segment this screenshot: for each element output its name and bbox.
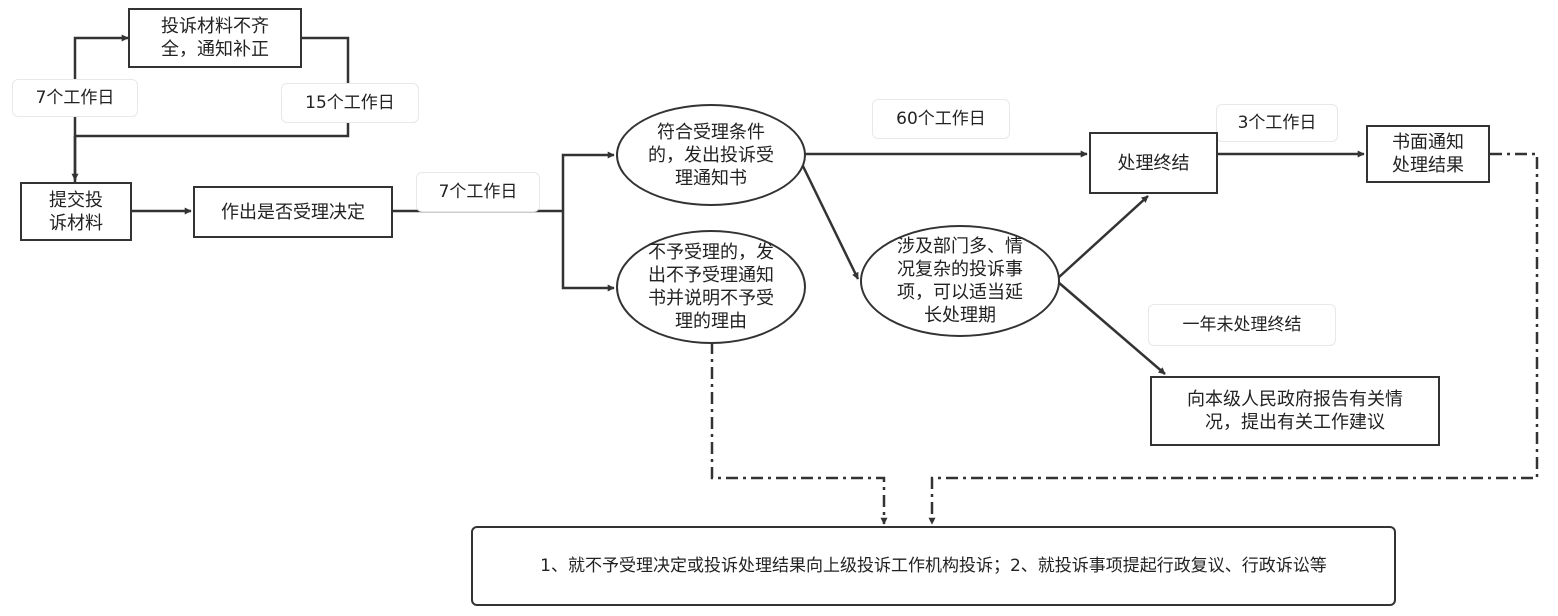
arrow-complex-to-report (1057, 281, 1166, 375)
label-60-workdays: 60个工作日 (872, 99, 1010, 139)
dashdot-notify-to-remedy (928, 152, 1539, 525)
node-incomplete-notice: 投诉材料不齐 全，通知补正 (128, 8, 302, 68)
dashdot-reject-to-remedy (710, 342, 888, 525)
arrow-to-accept (561, 151, 615, 211)
arrow-complex-to-conclude (1057, 195, 1149, 279)
label-3-workdays: 3个工作日 (1216, 104, 1338, 142)
label-7-workdays-mid: 7个工作日 (416, 172, 540, 212)
node-written-notice: 书面通知 处理结果 (1366, 125, 1490, 183)
node-remedy: 1、就不予受理决定或投诉处理结果向上级投诉工作机构投诉；2、就投诉事项提起行政复… (471, 526, 1396, 606)
arrow-to-reject (561, 211, 615, 292)
node-report-government: 向本级人民政府报告有关情 况，提出有关工作建议 (1150, 376, 1440, 446)
node-reject-notice: 不予受理的，发 出不予受理通知 书并说明不予受 理的理由 (616, 230, 806, 344)
label-one-year: 一年未处理终结 (1148, 304, 1336, 346)
label-15-workdays: 15个工作日 (281, 83, 419, 123)
node-conclude: 处理终结 (1089, 132, 1218, 194)
label-7-workdays-left: 7个工作日 (12, 79, 138, 117)
node-acceptance-decision: 作出是否受理决定 (193, 186, 393, 238)
node-submit-materials: 提交投 诉材料 (20, 182, 132, 241)
arrow-accept-to-complex (798, 159, 860, 280)
arrow-to-incomplete (73, 34, 129, 182)
node-complex-extension: 涉及部门多、情 况复杂的投诉事 项，可以适当延 长处理期 (860, 225, 1060, 337)
node-accept-notice: 符合受理条件 的，发出投诉受 理通知书 (616, 104, 806, 206)
